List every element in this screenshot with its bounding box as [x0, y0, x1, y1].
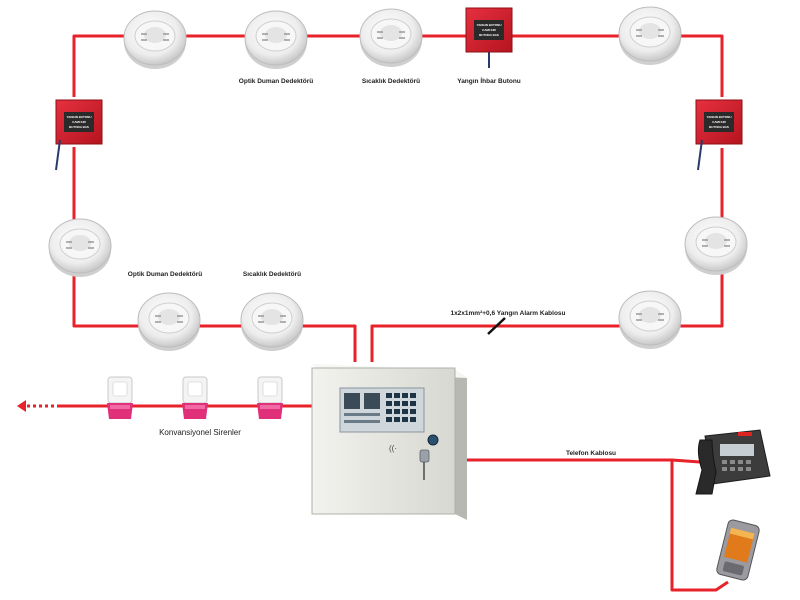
- optical-smoke-detector: [123, 10, 187, 70]
- heat-detector-label: Sıcaklık Dedektörü: [243, 271, 301, 278]
- mobile-phone: [716, 519, 760, 581]
- manual-call-point: [465, 7, 513, 68]
- sirens-label: Konvansiyonel Sirenler: [159, 428, 241, 437]
- optical-smoke-detector: [618, 6, 682, 66]
- optical-smoke-detector: [48, 218, 112, 278]
- heat-detector: [359, 8, 423, 68]
- phone-wiring: [466, 458, 729, 592]
- conventional-siren: [106, 376, 134, 420]
- manual-call-point: [55, 99, 103, 171]
- cable-marker: [487, 317, 506, 335]
- fire-cable-label: 1x2x1mm²+0,6 Yangın Alarm Kablosu: [450, 310, 565, 317]
- optical-smoke-detector-label: Optik Duman Dedektörü: [128, 271, 202, 278]
- svg-text:((·: ((·: [389, 444, 397, 453]
- optical-smoke-detector: [137, 292, 201, 352]
- optical-smoke-detector-label: Optik Duman Dedektörü: [239, 78, 313, 85]
- manual-call-point: [695, 99, 743, 171]
- fire-alarm-control-panel: ((·: [311, 364, 467, 520]
- optical-smoke-detector: [618, 290, 682, 350]
- desk-phone: [695, 429, 771, 495]
- heat-detector: [240, 292, 304, 352]
- conventional-siren: [256, 376, 284, 420]
- call-point-label: Yangın İhbar Butonu: [457, 77, 521, 85]
- heat-detector-label: Sıcaklık Dedektörü: [362, 78, 420, 85]
- conventional-siren: [181, 376, 209, 420]
- optical-smoke-detector: [244, 10, 308, 70]
- optical-smoke-detector: [684, 216, 748, 276]
- phone-cable-label: Telefon Kablosu: [566, 450, 616, 457]
